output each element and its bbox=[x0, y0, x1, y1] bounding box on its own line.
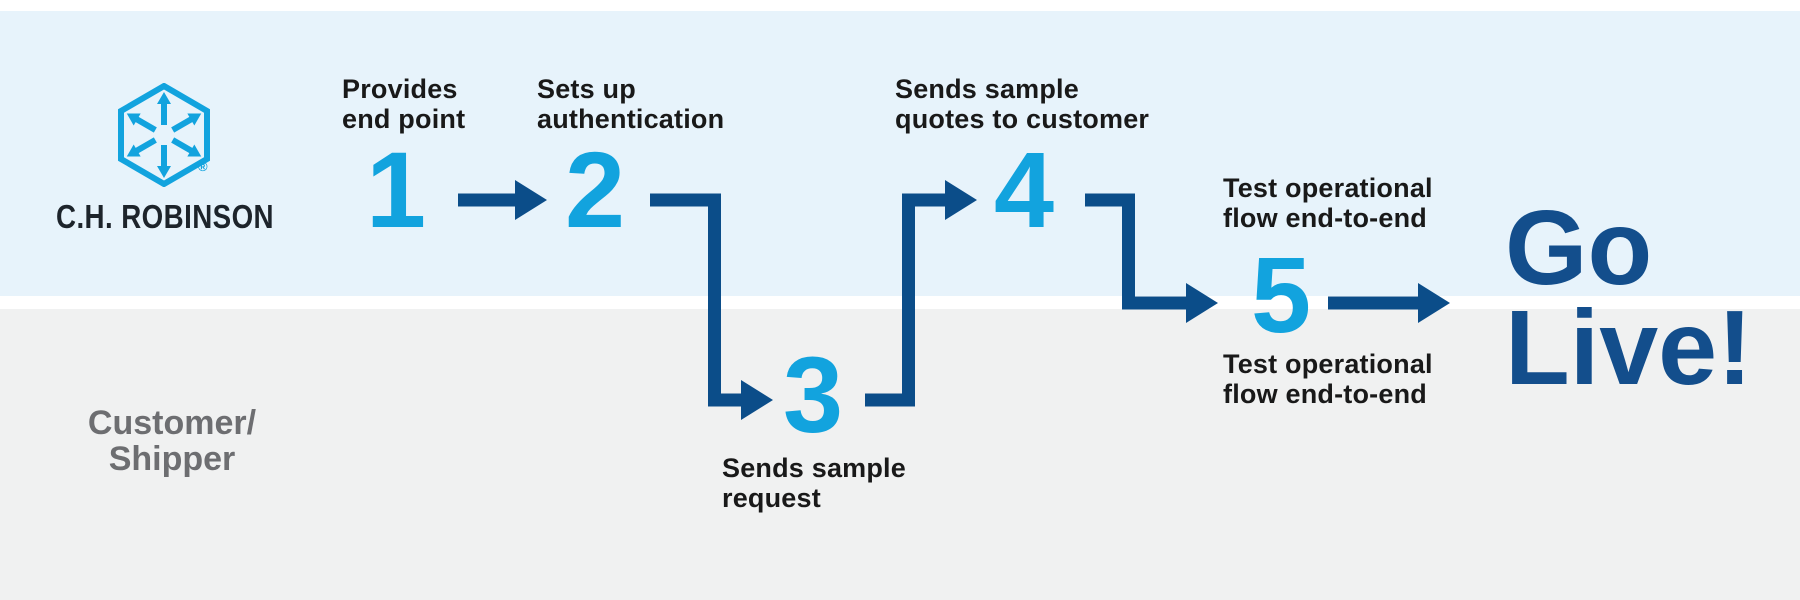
chrobinson-logo bbox=[118, 83, 210, 187]
step5-label-top: Test operational flow end-to-end bbox=[1223, 173, 1433, 233]
registered-trademark-symbol: ® bbox=[198, 159, 208, 174]
step2-label-line2: authentication bbox=[537, 104, 725, 134]
step5-label-top-line1: Test operational bbox=[1223, 173, 1433, 203]
step5-label-bottom: Test operational flow end-to-end bbox=[1223, 349, 1433, 409]
step1-label: Provides end point bbox=[342, 74, 465, 134]
go-live-line2: Live! bbox=[1505, 289, 1753, 407]
customer-shipper-label: Customer/ Shipper bbox=[22, 405, 322, 477]
step4-label-line1: Sends sample bbox=[895, 74, 1079, 104]
step1-label-line1: Provides bbox=[342, 74, 458, 104]
step4-label: Sends sample quotes to customer bbox=[895, 74, 1149, 134]
step-number-2: 2 bbox=[564, 129, 626, 250]
go-live-line1: Go bbox=[1505, 189, 1653, 307]
step3-label-line1: Sends sample bbox=[722, 453, 906, 483]
step3-label-line2: request bbox=[722, 483, 821, 513]
step5-label-bottom-line2: flow end-to-end bbox=[1223, 379, 1427, 409]
step-number-4: 4 bbox=[993, 129, 1055, 250]
customer-label-line2: Shipper bbox=[108, 440, 236, 478]
customer-label-line1: Customer/ bbox=[87, 404, 257, 442]
brand-wordmark: C.H. ROBINSON bbox=[56, 198, 274, 235]
logo-radiating-arrows bbox=[126, 92, 202, 178]
step-number-5: 5 bbox=[1250, 234, 1312, 355]
step2-label-line1: Sets up bbox=[537, 74, 636, 104]
step5-label-bottom-line1: Test operational bbox=[1223, 349, 1433, 379]
step5-label-top-line2: flow end-to-end bbox=[1223, 203, 1427, 233]
step-number-1: 1 bbox=[365, 129, 427, 250]
step-number-3: 3 bbox=[782, 334, 844, 455]
step1-label-line2: end point bbox=[342, 104, 466, 134]
hexagon-arrows-icon bbox=[118, 83, 210, 187]
step4-label-line2: quotes to customer bbox=[895, 104, 1150, 134]
step3-label: Sends sample request bbox=[722, 453, 906, 513]
step2-label: Sets up authentication bbox=[537, 74, 724, 134]
